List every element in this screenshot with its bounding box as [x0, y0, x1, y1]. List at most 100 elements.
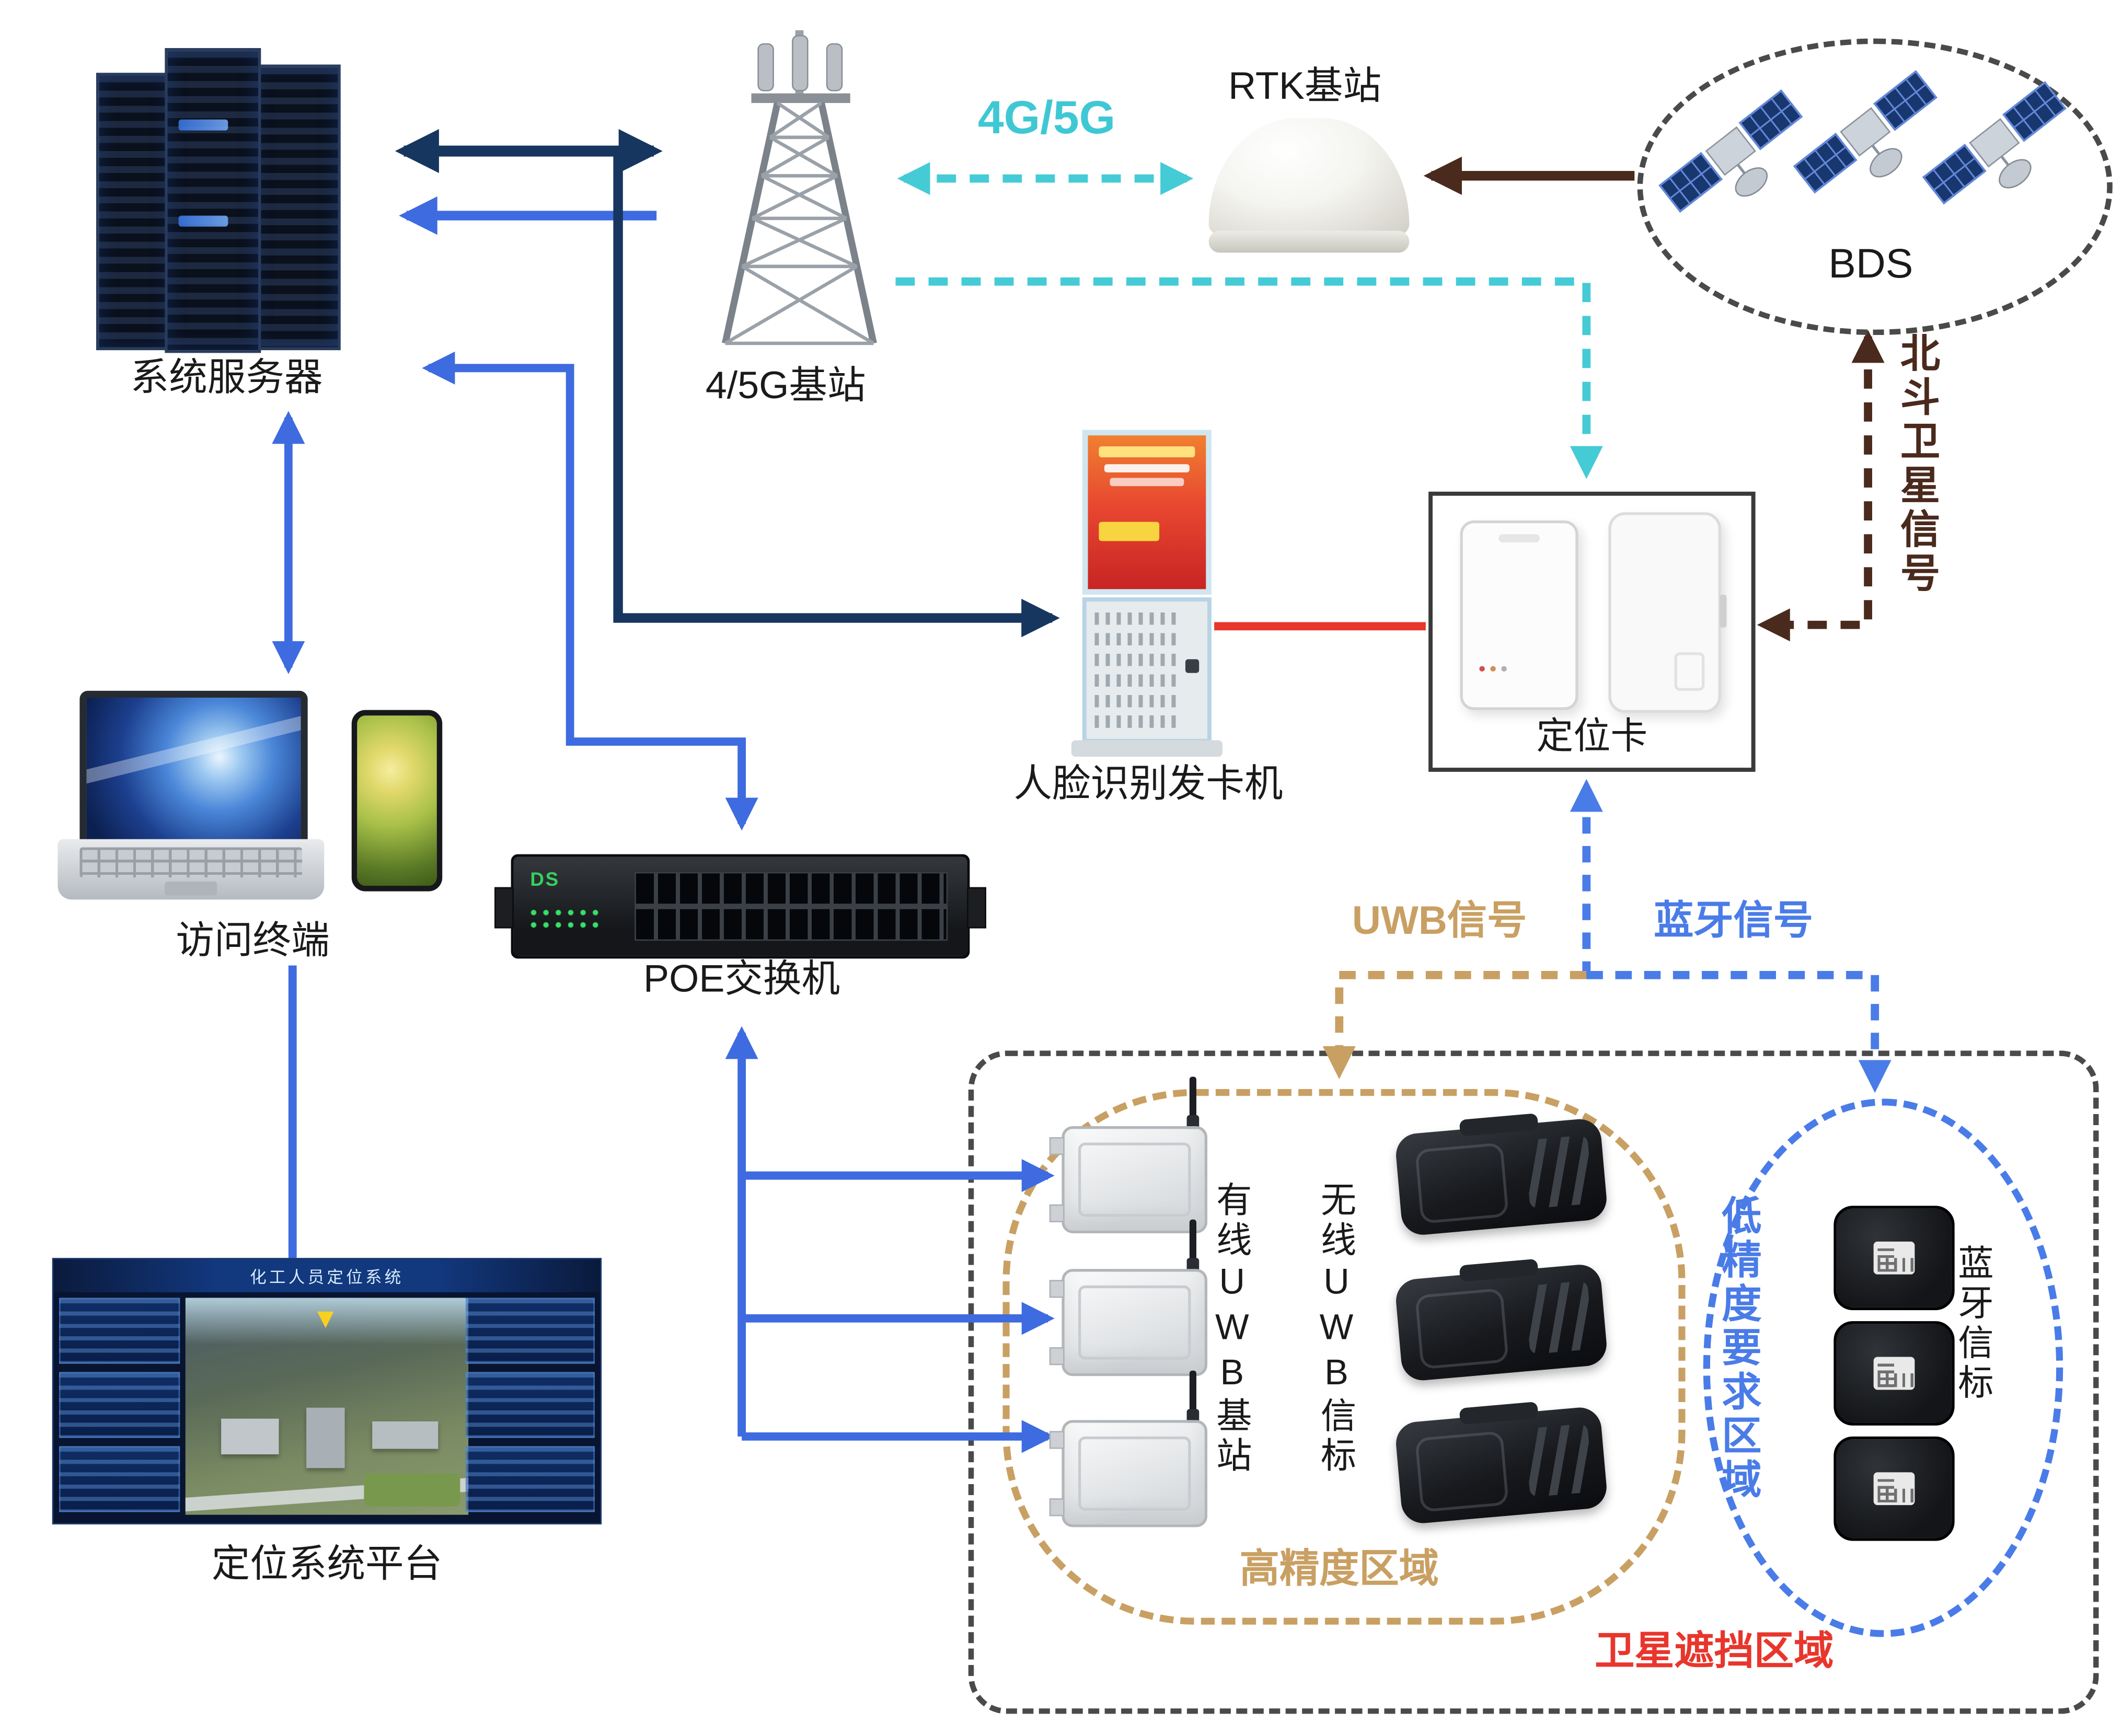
cell-tower — [687, 30, 914, 360]
rtk-dome-shell — [1208, 118, 1410, 237]
beacon-seam — [1414, 1288, 1509, 1370]
mount-tab — [1049, 1498, 1065, 1517]
locator-card-device — [1608, 512, 1727, 713]
wired-uwb-label: 有线UWB基站 — [1211, 1181, 1253, 1477]
zone-satellite-blocked — [968, 1050, 2099, 1714]
arrow-server-kiosk — [613, 154, 1060, 638]
poe-mount-ear — [494, 887, 514, 929]
high-precision-label: 高精度区域 — [1239, 1547, 1439, 1592]
kiosk-label: 人脸识别发卡机 — [1013, 762, 1283, 805]
kiosk-base — [1071, 740, 1223, 757]
platform-label: 定位系统平台 — [211, 1542, 443, 1585]
face-recognition-kiosk — [1071, 430, 1223, 757]
locator-card-label: 定位卡 — [1536, 715, 1648, 757]
uwb-beacon — [1394, 1402, 1609, 1525]
arrow-basestation-card — [895, 277, 1603, 479]
beacon-seam — [1414, 1430, 1509, 1512]
antenna-icon — [1186, 1219, 1200, 1275]
poe-label: POE交换机 — [643, 957, 840, 1000]
kiosk-poster-band — [1099, 446, 1195, 458]
platform-panel — [465, 1298, 595, 1364]
poe-switch: DS — [494, 854, 986, 959]
kiosk-poster-band — [1110, 478, 1184, 487]
bluetooth-beacon — [1833, 1436, 1955, 1541]
beacon-qr-label — [1873, 1357, 1915, 1390]
uwb-base-station — [1049, 1077, 1208, 1233]
platform-left-panels — [59, 1298, 180, 1514]
g45-signal-label: 4G/5G — [977, 92, 1116, 144]
cell-tower-icon — [722, 30, 877, 345]
poe-led-grid — [527, 906, 605, 931]
kiosk-poster-badge — [1099, 522, 1160, 541]
server-rack-center — [165, 48, 261, 353]
platform-3d-map — [185, 1298, 469, 1515]
server-racks — [96, 48, 357, 356]
rtk-label: RTK基站 — [1228, 64, 1382, 107]
mount-tab — [1049, 1204, 1065, 1222]
kiosk-body — [1082, 597, 1212, 743]
server-led-strip — [178, 215, 228, 227]
bt-signal-label: 蓝牙信号 — [1654, 899, 1813, 944]
locator-card-box: 定位卡 — [1428, 491, 1756, 772]
beacon-chevrons — [1524, 1135, 1594, 1209]
server-rack-left — [96, 73, 174, 351]
beacon-chevrons — [1524, 1423, 1594, 1498]
satellite-icon — [1793, 70, 1938, 194]
beacon-chevrons — [1524, 1280, 1594, 1355]
uwb-base-body — [1062, 1269, 1208, 1376]
arrow-server-poe — [422, 351, 758, 831]
laptop-base — [57, 839, 325, 900]
card-lanyard-slot — [1498, 534, 1540, 543]
platform-panel — [465, 1372, 595, 1438]
kiosk-poster-band — [1104, 464, 1190, 473]
server-label: 系统服务器 — [130, 355, 323, 399]
uwb-base-body — [1062, 1126, 1208, 1233]
rtk-dome — [1208, 118, 1410, 261]
server-rack-right — [250, 64, 341, 351]
rtk-dome-base — [1208, 230, 1410, 253]
platform-map-pin — [317, 1311, 334, 1328]
uwb-beacon — [1394, 1258, 1609, 1382]
bluetooth-beacon — [1833, 1206, 1955, 1311]
uwb-base-station — [1049, 1219, 1208, 1376]
platform-right-panels — [465, 1298, 595, 1514]
uwb-base-panel — [1078, 1436, 1191, 1511]
platform-panel — [59, 1446, 180, 1512]
poe-mount-ear — [967, 887, 986, 929]
card-back-pad — [1674, 652, 1705, 691]
satellite-icon — [1658, 89, 1803, 213]
platform-map-building — [306, 1407, 345, 1468]
beidou-signal-label: 北斗卫星信号 — [1894, 332, 1939, 596]
kiosk-card-slot — [1185, 659, 1200, 673]
card-side-button — [1720, 594, 1727, 628]
bds-satellites — [1658, 70, 2067, 213]
antenna-icon — [1186, 1077, 1200, 1132]
bds-label: BDS — [1828, 241, 1913, 287]
poe-logo: DS — [530, 867, 560, 890]
mount-tab — [1049, 1280, 1065, 1298]
low-precision-label: 低精度要求区域 — [1715, 1195, 1760, 1503]
platform-panel — [59, 1372, 180, 1438]
beacon-seam — [1414, 1142, 1509, 1224]
laptop-wallpaper-streak — [86, 702, 301, 789]
card-led-dots — [1479, 666, 1485, 672]
platform-map-building — [372, 1421, 439, 1449]
uwb-base-panel — [1078, 1285, 1191, 1360]
platform-screen-title: 化工人员定位系统 — [250, 1267, 404, 1287]
uwb-base-body — [1062, 1420, 1208, 1527]
arrow-bds-card-beidou — [1757, 330, 1885, 642]
base-station-label: 4/5G基站 — [705, 364, 866, 407]
laptop-trackpad — [165, 882, 217, 896]
kiosk-screen — [1082, 430, 1212, 595]
uwb-base-panel — [1078, 1142, 1191, 1217]
uwb-signal-label: UWB信号 — [1352, 899, 1527, 944]
terminal-label: 访问终端 — [176, 919, 330, 962]
wireless-uwb-label: 无线UWB信标 — [1316, 1181, 1357, 1477]
platform-panel — [465, 1446, 595, 1512]
locator-card-device — [1460, 520, 1578, 710]
laptop-screen — [79, 690, 308, 853]
laptop-keyboard — [79, 847, 303, 878]
smartphone — [351, 710, 443, 892]
